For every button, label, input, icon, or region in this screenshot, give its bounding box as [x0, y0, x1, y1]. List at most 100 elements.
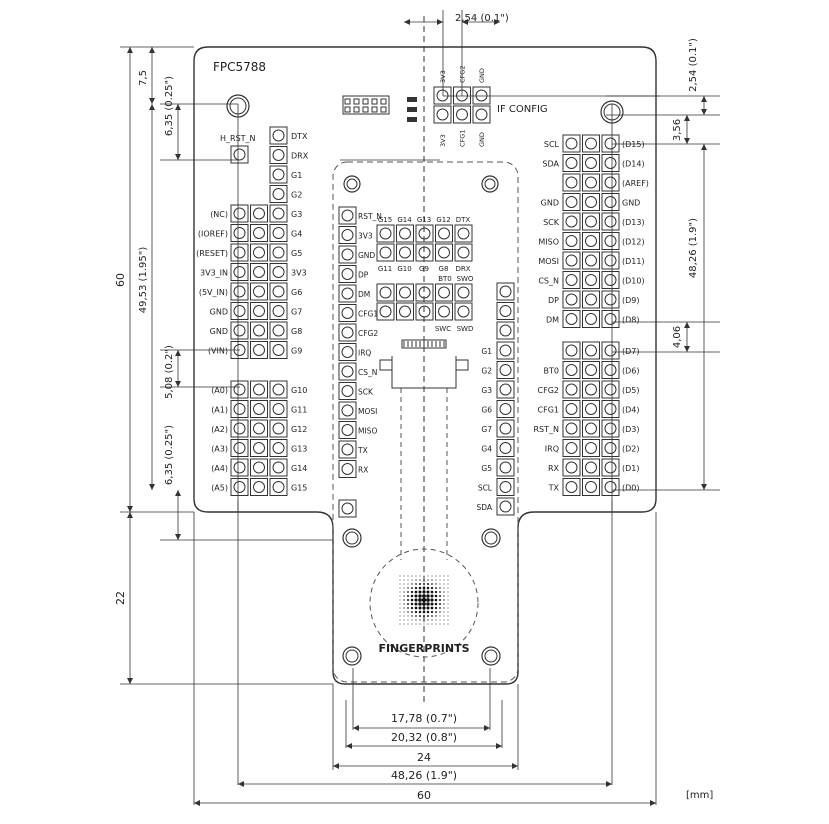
- dim-label: 24: [417, 751, 431, 764]
- right-bottom-label: IRQ: [545, 445, 559, 454]
- sensor-dot: [399, 603, 401, 605]
- sensor-dot: [407, 615, 409, 617]
- sensor-dot: [415, 623, 417, 625]
- right-top-label: (D10): [622, 277, 645, 286]
- sensor-dot: [443, 595, 445, 597]
- left-main-pin: [230, 204, 249, 223]
- sensor-left-pin: [338, 362, 357, 381]
- sensor-dot: [403, 591, 405, 593]
- sensor-dot: [403, 599, 405, 601]
- right-top-label: (D14): [622, 160, 645, 169]
- sensor-right-pin: [496, 341, 515, 360]
- gpio-a-pin: [376, 224, 395, 243]
- sensor-dot: [403, 595, 405, 597]
- swd-label: SWO: [457, 275, 474, 283]
- dim-label: 4,06: [672, 326, 683, 348]
- sensor-left-pin: [338, 265, 357, 283]
- sensor-dot: [410, 602, 414, 606]
- dim-label: 60: [114, 273, 127, 287]
- sensor-module-outline: [332, 161, 519, 683]
- sensor-dot: [447, 619, 449, 621]
- sensor-dot: [410, 594, 414, 598]
- small-header-pin: [353, 98, 360, 105]
- dim-label: 60: [417, 789, 431, 802]
- right-bottom-pin: [562, 341, 581, 360]
- sensor-right-label: SCL: [478, 484, 493, 493]
- sensor-dot: [443, 587, 445, 589]
- sensor-dot: [443, 599, 445, 601]
- right-bottom-pin: [562, 361, 581, 379]
- sensor-dot: [426, 586, 430, 590]
- sensor-dot: [422, 606, 426, 610]
- left-main-pin: [269, 243, 288, 262]
- sensor-left-pin: [338, 499, 357, 518]
- left-analog-label: (A2): [211, 425, 228, 434]
- gpio-a-pin: [396, 224, 414, 243]
- swd-pin: [376, 302, 395, 321]
- sensor-dot: [415, 579, 417, 581]
- left-main-pin: [250, 321, 268, 340]
- sensor-dot: [423, 619, 425, 621]
- sensor-dot: [407, 611, 409, 613]
- sensor-dot: [427, 623, 429, 625]
- swd-pin: [396, 302, 414, 321]
- sensor-dot: [423, 623, 425, 625]
- sensor-dot: [426, 610, 430, 614]
- sensor-right-pin: [496, 458, 515, 477]
- sensor-right-pin: [496, 321, 515, 340]
- swd-pin: [415, 283, 434, 302]
- sensor-left-pin: [338, 284, 357, 303]
- sensor-dot: [399, 583, 401, 585]
- sensor-dot: [399, 595, 401, 597]
- sensor-right-label: G7: [481, 425, 492, 434]
- left-top-pin-label: G2: [291, 191, 302, 200]
- if-config-pin: [433, 86, 452, 105]
- sensor-dot: [435, 615, 437, 617]
- right-bottom-label: (D1): [622, 464, 640, 473]
- sensor-dot: [407, 587, 409, 589]
- sensor-dot: [439, 599, 441, 601]
- sensor-dot: [410, 590, 414, 594]
- sensor-dot: [415, 583, 417, 585]
- sensor-left-label: CFG2: [358, 329, 378, 338]
- left-main-label: 3V3_IN: [200, 269, 228, 278]
- gpio-a-label: G15: [378, 216, 392, 224]
- left-analog-pin: [250, 380, 268, 399]
- left-main-label: GND: [210, 327, 228, 336]
- sensor-circle: [369, 548, 479, 658]
- sensor-left-pin: [338, 323, 357, 342]
- board-outline: [193, 46, 657, 685]
- sensor-dot: [415, 619, 417, 621]
- mounting-hole: [343, 175, 361, 193]
- dim-label: 49,53 (1.95"): [138, 247, 149, 314]
- dim-label: 17,78 (0.7"): [391, 712, 457, 725]
- right-bottom-label: CFG1: [538, 406, 559, 415]
- sensor-right-label: G3: [481, 386, 492, 395]
- right-bottom-label: BT0: [544, 367, 559, 376]
- sensor-dot: [439, 623, 441, 625]
- sensor-dot: [418, 594, 422, 598]
- sensor-dot: [419, 623, 421, 625]
- right-bottom-pin: [582, 478, 600, 496]
- sensor-left-label: RST_N: [358, 212, 382, 221]
- right-top-pin: [601, 134, 620, 153]
- h-rst-n-pin: [230, 145, 249, 164]
- gpio-a-label: G10: [397, 265, 411, 273]
- arrowhead: [149, 484, 155, 490]
- left-main-pin: [269, 302, 288, 320]
- sensor-left-label: MISO: [358, 427, 377, 436]
- small-header-pin: [353, 106, 360, 113]
- sensor-dot: [431, 619, 433, 621]
- right-top-pin: [582, 232, 600, 250]
- sensor-dot: [447, 575, 449, 577]
- sensor-dot: [430, 606, 434, 610]
- sensor-dot: [403, 607, 405, 609]
- left-top-pin: [269, 185, 288, 203]
- right-top-pin: [582, 271, 600, 289]
- sensor-dot: [403, 575, 405, 577]
- arrowhead: [175, 534, 181, 540]
- sensor-dot: [419, 575, 421, 577]
- left-main-label: G3: [291, 210, 302, 219]
- sensor-dot: [411, 611, 413, 613]
- right-top-pin: [562, 251, 581, 270]
